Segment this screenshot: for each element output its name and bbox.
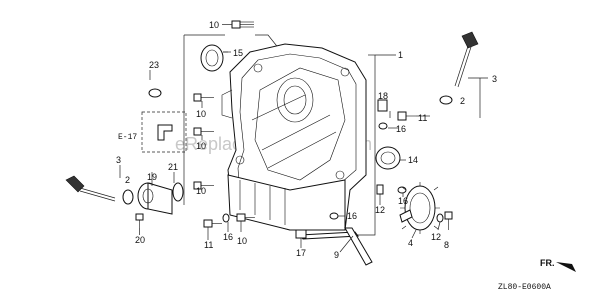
dowel-19 (377, 99, 388, 112)
pin-13 (376, 184, 384, 195)
dipstick-right (454, 31, 479, 88)
front-label: FR. (540, 258, 555, 268)
callout-11: 11 (204, 240, 213, 250)
front-direction-indicator: FR. (540, 258, 576, 272)
callout-1: 1 (398, 50, 403, 60)
callout-22: 21 (168, 162, 178, 172)
bolt-11-right (397, 111, 416, 121)
gasket (172, 182, 184, 202)
callout-17: 16 (396, 124, 406, 134)
bolts-left (193, 93, 214, 190)
reference-box (141, 111, 187, 153)
bolt-21 (135, 213, 144, 228)
dipstick-left (65, 175, 116, 202)
callout-17: 16 (223, 232, 233, 242)
leader-lines (119, 24, 441, 253)
dowel-pin (148, 70, 162, 98)
reference-label: E-17 (118, 133, 137, 142)
governor-gear (399, 182, 440, 234)
callout-13: 12 (375, 205, 385, 215)
callout-3: 3 (492, 74, 497, 84)
callout-16: 16 (347, 211, 357, 221)
washer-12 (436, 213, 444, 223)
callout-23: 23 (149, 60, 159, 70)
washer-17 (378, 122, 388, 130)
callout-10: 10 (196, 141, 206, 151)
callout-9: 9 (334, 250, 339, 260)
o-ring-right (439, 95, 453, 105)
o-ring-left (122, 189, 134, 205)
bolt-top (231, 20, 254, 29)
callout-15: 15 (233, 48, 243, 58)
callout-12: 12 (431, 232, 441, 242)
oil-seal-top (200, 44, 231, 72)
callout-10: 10 (196, 186, 206, 196)
callout-3: 3 (116, 155, 121, 165)
callout-11: 11 (418, 113, 427, 123)
callout-10: 10 (209, 20, 219, 30)
bearing (375, 146, 401, 170)
callout-8: 8 (444, 240, 449, 250)
bolt-8 (444, 211, 453, 230)
callout-4: 4 (408, 238, 413, 248)
callout-21: 20 (135, 235, 145, 245)
callout-14: 14 (408, 155, 418, 165)
callout-10: 10 (196, 109, 206, 119)
washer-16r (397, 186, 407, 194)
callout-16: 16 (398, 196, 408, 206)
callout-2: 2 (125, 175, 130, 185)
arrow-icon (556, 262, 576, 272)
diagram-code: ZL80-E0600A (498, 283, 551, 292)
callout-20: 19 (147, 172, 157, 182)
callout-2: 2 (460, 96, 465, 106)
crankcase-cover (221, 43, 367, 231)
callout-labels: 10 15 1 23 3 2 10 18 11 16 10 E-17 14 3 … (116, 20, 497, 260)
washer-16b (329, 212, 339, 220)
callout-18: 17 (296, 248, 306, 258)
oil-filler-neck (137, 182, 173, 215)
callout-10: 10 (237, 236, 247, 246)
callout-19: 18 (378, 91, 388, 101)
